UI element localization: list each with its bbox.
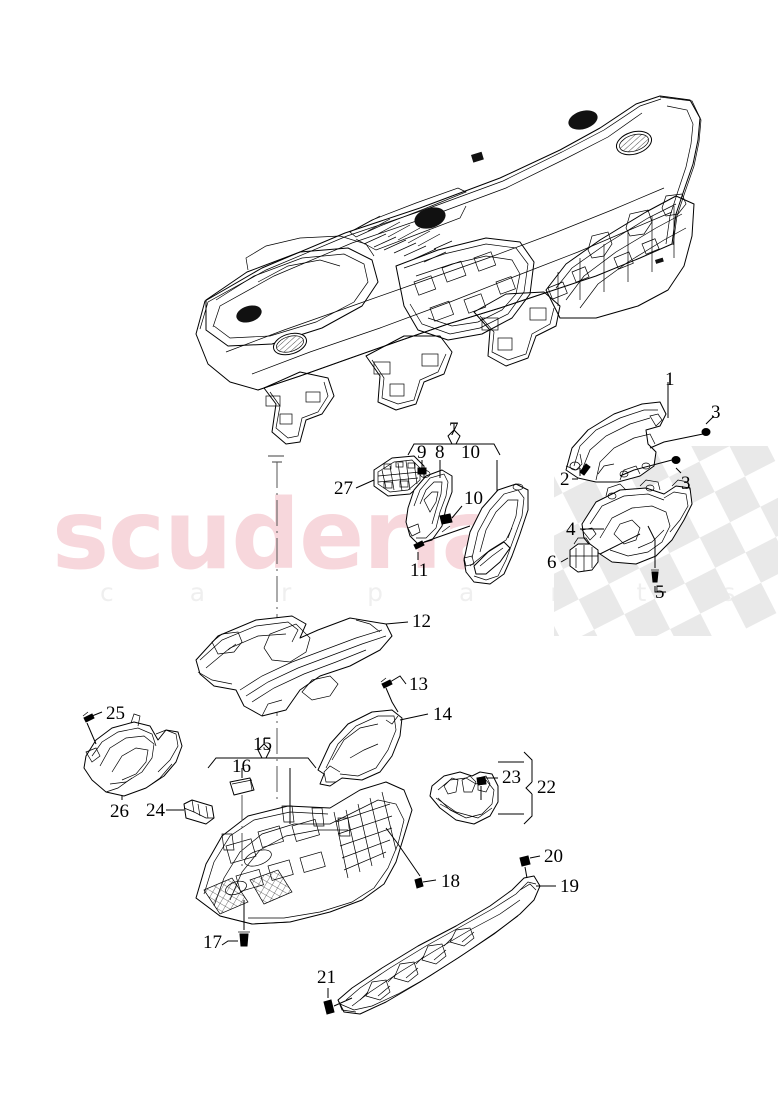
callout-2: 2 <box>560 469 570 490</box>
callout-14: 14 <box>433 704 452 725</box>
callout-19: 19 <box>560 876 579 897</box>
part-instrument-panel-assembly <box>195 95 702 463</box>
callout-4: 4 <box>566 519 576 540</box>
part-25-screw <box>82 711 103 745</box>
part-10-trim-panel-right <box>463 483 529 585</box>
callout-18: 18 <box>441 871 460 892</box>
callout-10a: 10 <box>461 442 480 463</box>
callout-22: 22 <box>537 777 556 798</box>
callout-16: 16 <box>232 756 251 777</box>
callout-7: 7 <box>449 419 459 440</box>
part-16-cap <box>229 777 255 796</box>
air-vent-left <box>272 332 308 356</box>
speaker-grille-left <box>236 305 262 323</box>
part-12-sound-insulation <box>195 615 393 717</box>
callout-5: 5 <box>655 582 665 603</box>
part-1-steering-column-upper-cover <box>565 401 667 483</box>
callout-3b: 3 <box>681 473 691 494</box>
callout-20: 20 <box>544 846 563 867</box>
part-10b-clip <box>439 505 463 525</box>
speaker-grille-right <box>568 110 598 130</box>
callout-21: 21 <box>317 967 336 988</box>
callout-12: 12 <box>412 611 431 632</box>
part-2-screw <box>572 463 591 480</box>
part-4-steering-column-lower-cover <box>581 479 693 565</box>
part-20-clip <box>519 855 541 879</box>
speaker-grille-center <box>414 207 446 229</box>
part-6-retaining-clip <box>569 537 599 573</box>
callout-17: 17 <box>203 932 222 953</box>
callout-11: 11 <box>410 560 429 581</box>
part-15-lower-dash-carrier <box>195 781 413 925</box>
callout-24: 24 <box>146 800 165 821</box>
part-23-clip <box>476 776 498 800</box>
callout-10b: 10 <box>464 488 483 509</box>
part-3b-screw <box>619 456 682 477</box>
part-18-clip <box>385 827 437 889</box>
part-22-handle-trim <box>429 771 499 825</box>
part-21-clip <box>323 988 353 1015</box>
callout-13: 13 <box>409 674 428 695</box>
callout-23: 23 <box>502 767 521 788</box>
part-3a-screw <box>649 415 715 449</box>
air-vent-right <box>615 130 653 156</box>
callout-9: 9 <box>417 442 427 463</box>
part-5-screw <box>647 525 666 593</box>
part-26-side-cover <box>83 713 183 797</box>
callout-25: 25 <box>106 703 125 724</box>
callout-1: 1 <box>665 369 675 390</box>
part-17-screw <box>221 900 250 947</box>
callout-26: 26 <box>110 801 129 822</box>
callout-15: 15 <box>253 734 272 755</box>
callout-27: 27 <box>334 478 353 499</box>
part-11-screw <box>413 525 471 560</box>
part-24-bushing <box>183 799 215 825</box>
part-8-trim-panel-left <box>405 469 453 545</box>
callout-6: 6 <box>547 552 557 573</box>
part-13-screw <box>380 675 407 713</box>
part-9-clip <box>417 467 427 475</box>
callout-3a: 3 <box>711 402 721 423</box>
part-14-footwell-trim <box>317 709 403 787</box>
part-19-trim-strip <box>337 875 541 1015</box>
callout-8: 8 <box>435 442 445 463</box>
